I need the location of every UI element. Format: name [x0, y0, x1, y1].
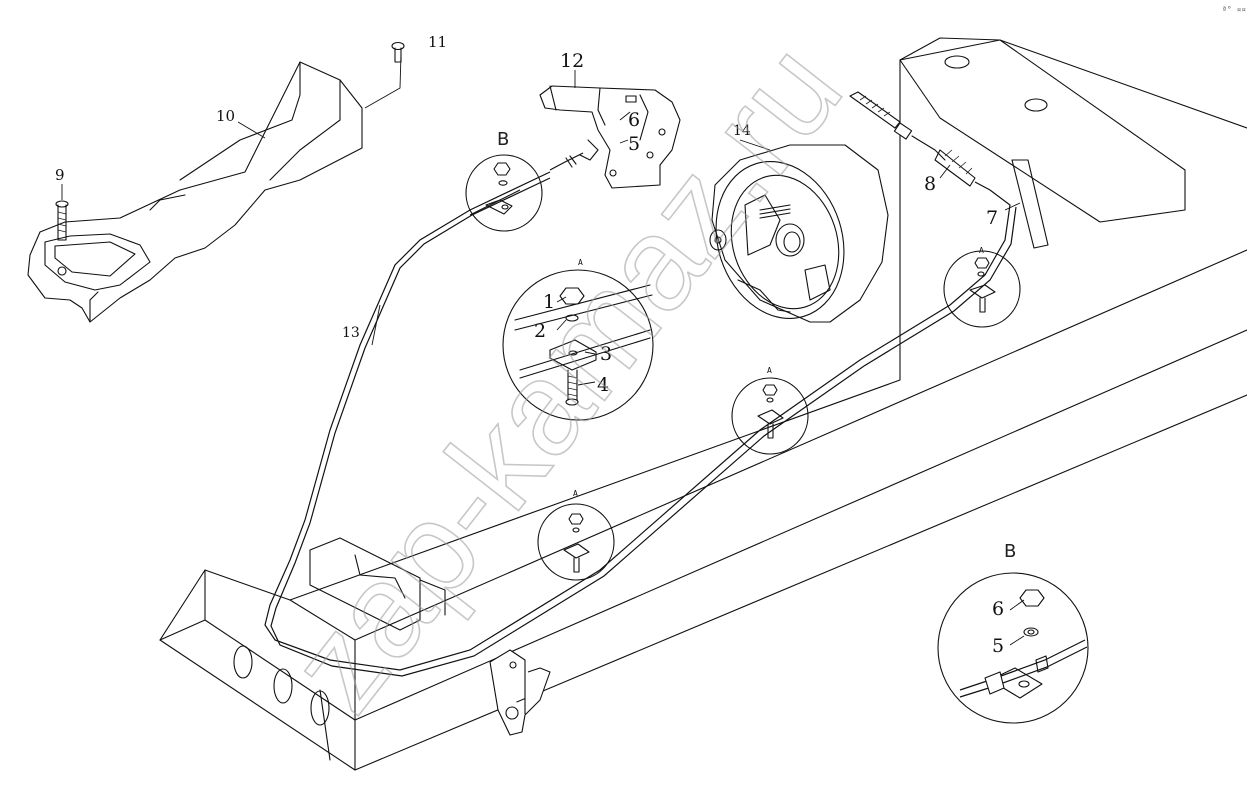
callout-5-top: 5 — [628, 133, 640, 155]
callout-7: 7 — [986, 207, 998, 229]
callout-6-top: 6 — [628, 109, 640, 131]
detail-label-a-low: A — [573, 489, 578, 498]
detail-b-enlarged — [937, 572, 1089, 724]
detail-label-a-right: A — [979, 246, 984, 255]
callout-2: 2 — [534, 320, 546, 342]
detail-label-b-bottom: B — [1004, 541, 1016, 562]
detail-label-b-top: B — [497, 129, 509, 150]
corner-mark: ª° ¤¤¤ — [1222, 5, 1247, 14]
detail-b-top — [465, 154, 543, 232]
screw-part-9 — [55, 200, 69, 241]
callout-6-detail: 6 — [992, 598, 1004, 620]
detail-labels: B B A A A A — [497, 129, 1016, 562]
callout-4: 4 — [597, 374, 609, 396]
callout-12: 12 — [560, 50, 584, 72]
detail-a-right — [943, 250, 1021, 328]
callout-14: 14 — [733, 123, 751, 139]
callout-1: 1 — [543, 291, 555, 313]
callout-3: 3 — [600, 343, 612, 365]
brake-cable-part-13 — [264, 171, 1017, 677]
detail-label-a-mid: A — [767, 366, 772, 375]
callout-5-detail: 5 — [992, 635, 1004, 657]
callout-8: 8 — [924, 173, 936, 195]
detail-a-center — [502, 269, 654, 421]
leader-lines — [61, 70, 1025, 646]
frame-rail — [159, 37, 1247, 771]
screw-part-11 — [364, 41, 405, 109]
callout-11: 11 — [428, 33, 447, 51]
detail-label-a-center: A — [578, 258, 583, 267]
callout-9: 9 — [55, 166, 65, 184]
callout-13: 13 — [342, 325, 360, 341]
tunnel-cover-part-10 — [27, 61, 363, 323]
cable-end-part-8 — [849, 91, 976, 187]
detail-a-low — [537, 503, 615, 581]
detail-a-mid — [731, 377, 809, 455]
callout-10: 10 — [216, 107, 235, 125]
callout-labels: 1 2 3 4 5 6 7 8 9 10 11 12 13 14 5 6 — [55, 33, 1004, 657]
parking-brake-lever-part-12 — [539, 85, 681, 189]
brake-drum-part-14 — [709, 144, 889, 323]
